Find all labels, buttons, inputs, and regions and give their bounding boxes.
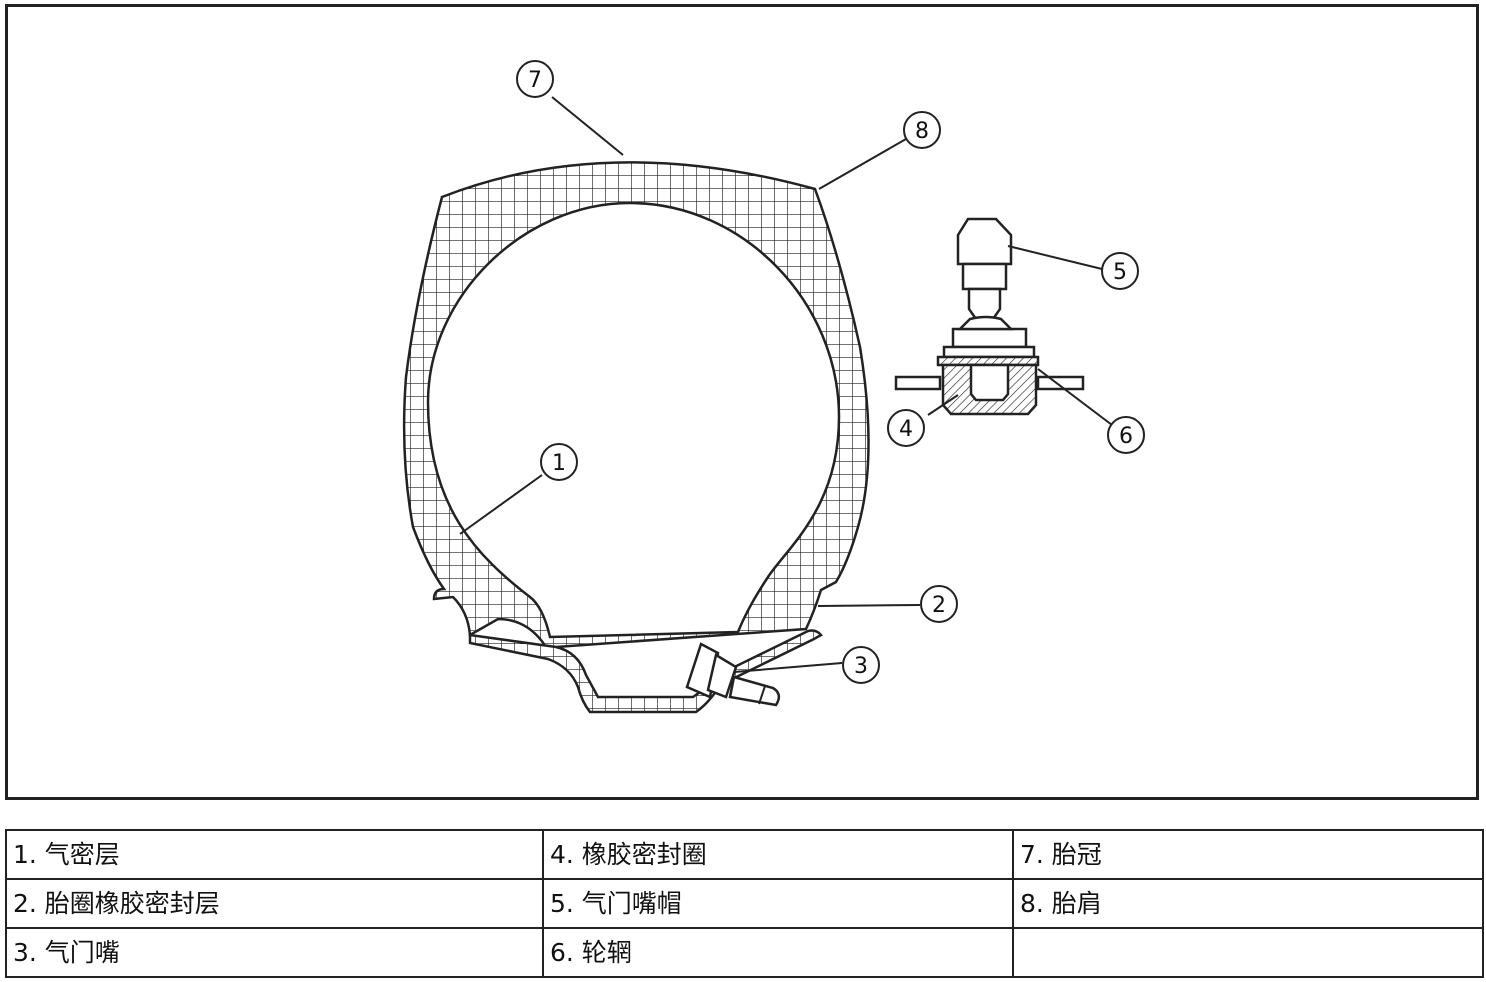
svg-text:2: 2 [932,593,946,618]
legend-item-2: 2. 胎圈橡胶密封层 [5,878,544,929]
legend-empty-cell [1012,927,1484,978]
callout-4: 4 [887,409,925,447]
legend-item-4: 4. 橡胶密封圈 [542,829,1014,880]
rim [468,629,823,714]
diagram-frame: 1 2 3 4 5 6 7 8 [5,4,1479,800]
legend-item-5: 5. 气门嘴帽 [542,878,1014,929]
tire-cross-section-diagram: 1 2 3 4 5 6 7 8 [402,60,1145,714]
svg-text:6: 6 [1119,424,1133,449]
tire-valve [685,642,781,707]
legend-row: 3. 气门嘴 6. 轮辋 [5,927,1484,978]
callout-1: 1 [540,443,578,481]
legend-item-8: 8. 胎肩 [1012,878,1484,929]
legend-item-7: 7. 胎冠 [1012,829,1484,880]
svg-text:8: 8 [915,119,929,144]
legend-item-3: 3. 气门嘴 [5,927,544,978]
legend-table: 1. 气密层 4. 橡胶密封圈 7. 胎冠 2. 胎圈橡胶密封层 5. 气门嘴帽… [5,829,1484,978]
svg-text:4: 4 [899,417,913,442]
svg-text:1: 1 [552,451,566,476]
callout-2: 2 [920,585,958,623]
svg-text:3: 3 [854,654,868,679]
legend-row: 2. 胎圈橡胶密封层 5. 气门嘴帽 8. 胎肩 [5,878,1484,929]
callout-3: 3 [842,646,880,684]
leader-lines [459,96,1113,673]
callout-7: 7 [516,60,554,98]
legend-row: 1. 气密层 4. 橡胶密封圈 7. 胎冠 [5,829,1484,880]
callout-6: 6 [1107,416,1145,454]
tire-section [402,161,870,649]
valve-detail [894,217,1085,416]
svg-text:5: 5 [1113,260,1127,285]
svg-text:7: 7 [528,68,542,93]
legend-item-6: 6. 轮辋 [542,927,1014,978]
callout-8: 8 [903,111,941,149]
callout-5: 5 [1101,252,1139,290]
legend-item-1: 1. 气密层 [5,829,544,880]
